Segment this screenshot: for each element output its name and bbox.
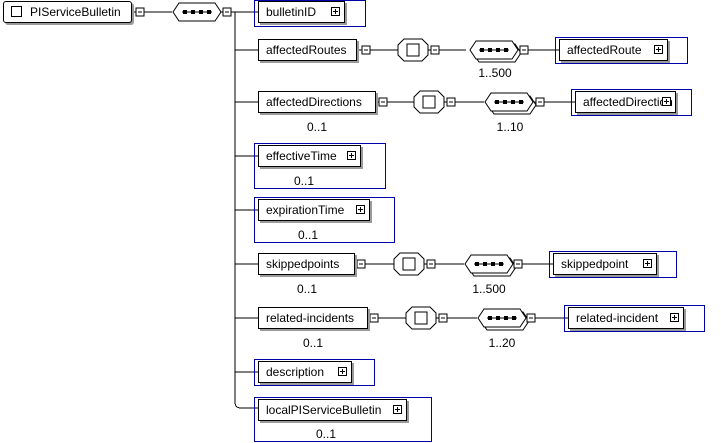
occurrence-label: 0..1 (293, 174, 314, 188)
occurrence-label: 0..1 (297, 228, 318, 242)
element-frame (564, 305, 705, 332)
element-related-incidents[interactable]: related-incidents (258, 307, 368, 329)
sequence-dot (504, 48, 508, 52)
root-element[interactable]: PIServiceBulletin (3, 1, 132, 23)
expand-icon[interactable] (338, 367, 347, 376)
element-frame (254, 143, 386, 189)
expand-icon[interactable] (393, 405, 402, 414)
connector-line (234, 401, 258, 409)
expand-icon[interactable] (643, 259, 652, 268)
element-label: affectedDirections (266, 95, 362, 109)
sequence-dot (495, 100, 499, 104)
occurrence-label: 0..1 (296, 282, 317, 296)
element-label: affectedDirection (583, 95, 673, 109)
sequence-dot (511, 100, 515, 104)
element-affectedroutes[interactable]: affectedRoutes (258, 39, 357, 61)
element-frame (549, 251, 677, 278)
element-label: affectedRoutes (266, 43, 347, 57)
sequence-dot (488, 316, 492, 320)
wrapper-box (402, 257, 416, 271)
element-related-incident[interactable]: related-incident (568, 307, 684, 329)
element-label: effectiveTime (266, 149, 337, 163)
occurrence-label: 1..500 (472, 282, 506, 296)
expand-icon[interactable] (662, 97, 671, 106)
sequence-dot (199, 10, 203, 14)
element-label: skippedpoints (266, 257, 340, 271)
occurrence-label: 0..1 (306, 120, 327, 134)
occurrence-label: 0..1 (302, 336, 323, 350)
expand-icon[interactable] (670, 313, 679, 322)
wrapper-box (414, 311, 428, 325)
expand-icon[interactable] (356, 205, 365, 214)
element-label: related-incident (576, 311, 659, 325)
occurrence-label: 1..20 (488, 336, 516, 350)
element-label: bulletinID (266, 5, 317, 19)
element-label: skippedpoint (561, 257, 629, 271)
element-label: expirationTime (266, 203, 345, 217)
element-label: description (266, 365, 325, 379)
element-frame (571, 89, 692, 116)
element-frame (254, 397, 432, 442)
element-skippedpoint[interactable]: skippedpoint (553, 253, 657, 275)
sequence-dot (504, 316, 508, 320)
occurrence-label: 1..10 (496, 120, 524, 134)
sequence-dot (499, 262, 503, 266)
element-affecteddirection[interactable]: affectedDirection (575, 91, 676, 113)
sequence-dot (519, 100, 523, 104)
element-expirationtime[interactable]: expirationTime (258, 199, 370, 221)
occurrence-label: 0..1 (315, 427, 336, 441)
sequence-dot (496, 48, 500, 52)
sequence-dot (512, 316, 516, 320)
sequence-dot (183, 10, 187, 14)
expand-icon[interactable] (654, 45, 663, 54)
sequence-dot (491, 262, 495, 266)
sequence-dot (207, 10, 211, 14)
element-localpiservicebulletin[interactable]: localPIServiceBulletin (258, 399, 407, 421)
element-bulletinid[interactable]: bulletinID (258, 1, 345, 23)
element-label: related-incidents (266, 311, 355, 325)
sequence-dot (488, 48, 492, 52)
element-frame (254, 359, 375, 386)
element-affecteddirections[interactable]: affectedDirections (258, 91, 376, 113)
wrapper-box (406, 43, 420, 57)
element-frame (254, 197, 395, 243)
expand-icon[interactable] (331, 7, 340, 16)
sequence-dot (480, 48, 484, 52)
sequence-dot (191, 10, 195, 14)
element-frame (555, 37, 688, 64)
occurrence-label: 1..500 (478, 66, 512, 80)
sequence-dot (475, 262, 479, 266)
element-label: affectedRoute (567, 43, 642, 57)
root-element-icon (11, 6, 22, 17)
sequence-dot (503, 100, 507, 104)
element-affectedroute[interactable]: affectedRoute (559, 39, 668, 61)
sequence-dot (496, 316, 500, 320)
wrapper-box (422, 95, 436, 109)
root-element-label: PIServiceBulletin (30, 5, 121, 19)
expand-icon[interactable] (347, 151, 356, 160)
element-skippedpoints[interactable]: skippedpoints (258, 253, 355, 275)
sequence-dot (483, 262, 487, 266)
element-label: localPIServiceBulletin (266, 403, 382, 417)
element-effectivetime[interactable]: effectiveTime (258, 145, 361, 167)
element-frame (254, 0, 366, 27)
element-description[interactable]: description (258, 361, 352, 383)
